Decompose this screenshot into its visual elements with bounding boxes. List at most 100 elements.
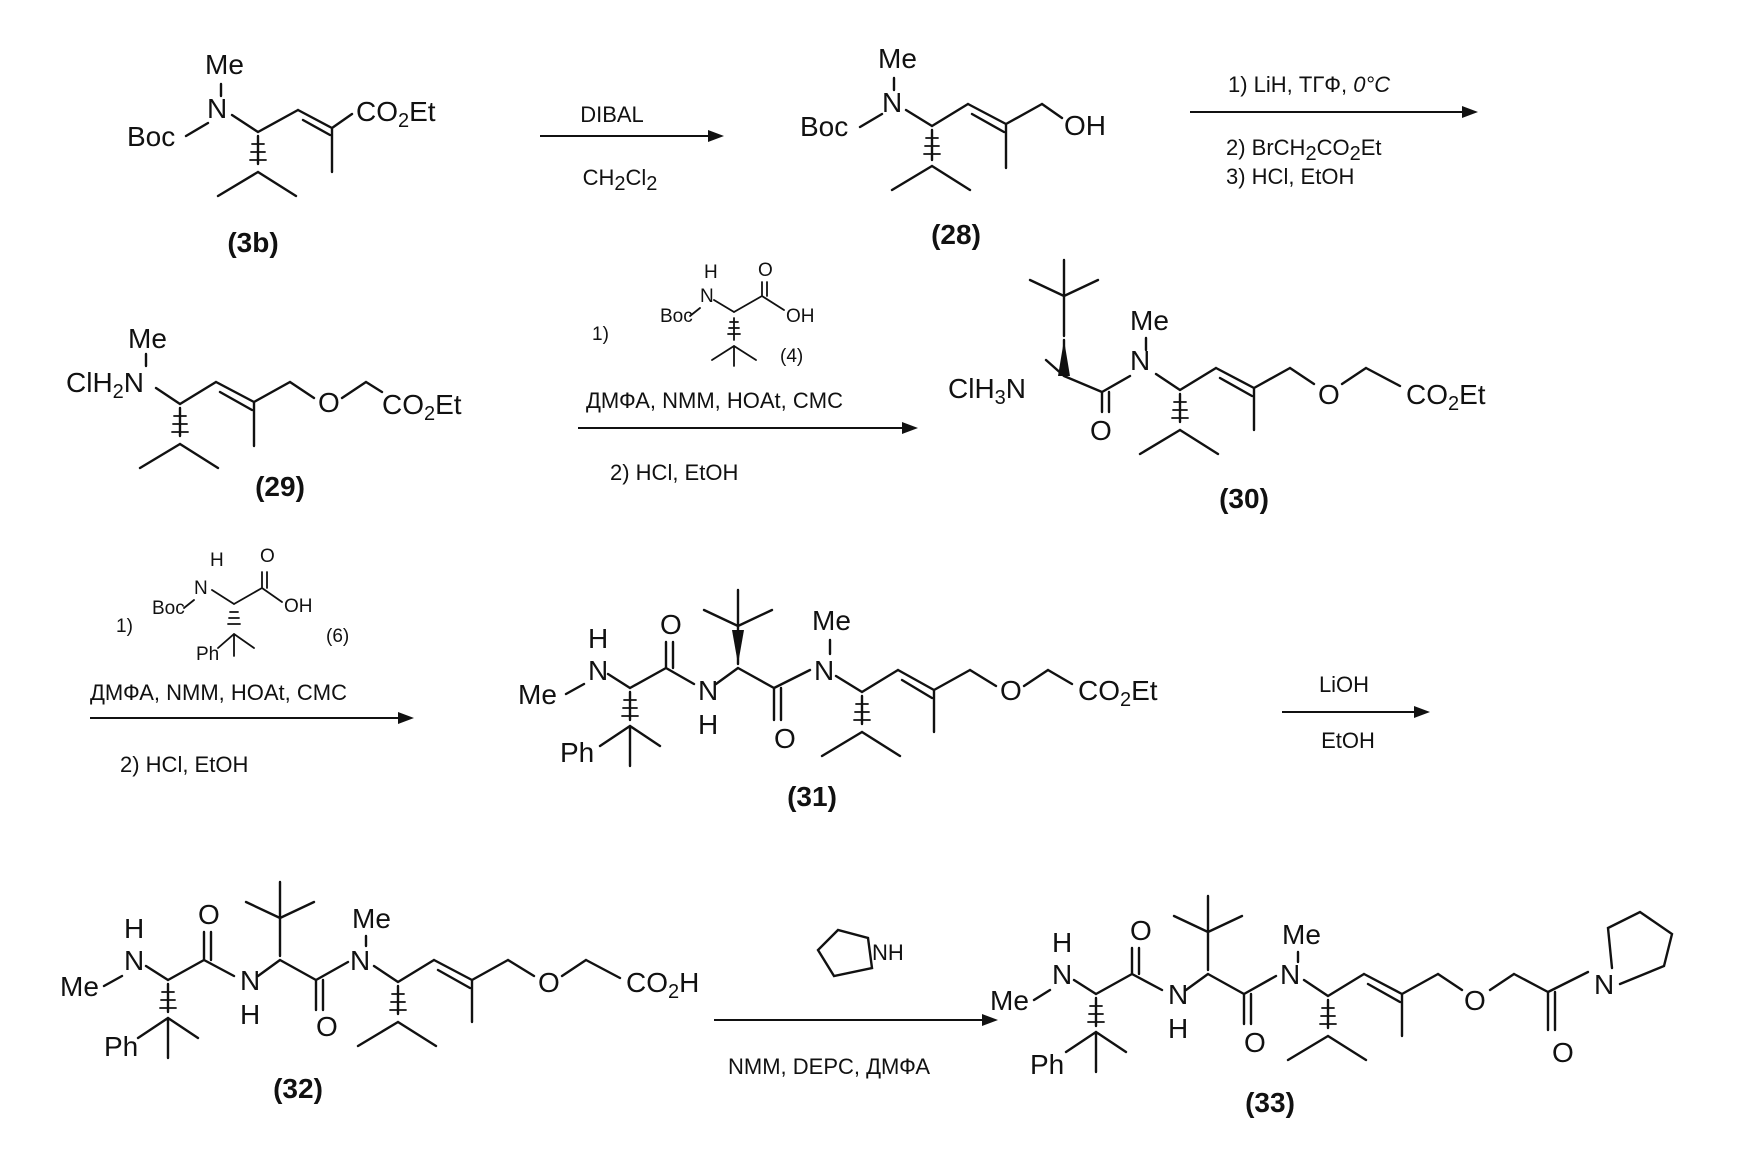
compound-29: ClH2N Me O CO2Et (29) (66, 323, 462, 502)
hydrogen-atom: H (210, 550, 224, 571)
step-number: 1) (592, 324, 609, 345)
arrow-4-step-2: 2) HCl, EtOH (120, 752, 248, 777)
carbonyl-oxygen: O (260, 546, 275, 567)
methyl-group-2: Me (352, 903, 391, 934)
pyrrolidine-nitrogen: N (1594, 969, 1614, 1000)
amide-nitrogen-2: N (1280, 959, 1300, 990)
compound-label-33: (33) (1245, 1087, 1295, 1118)
arrow-3-conditions: ДМФА, NMM, HOAt, CMC (586, 388, 843, 413)
compound-28: Boc N Me OH (28) (800, 43, 1106, 250)
amide-nitrogen: N (698, 675, 718, 706)
hydroxyl-group: OH (786, 306, 815, 327)
ether-oxygen: O (318, 387, 340, 418)
boc-group: Boc (152, 598, 185, 619)
amide-hydrogen: H (1168, 1013, 1188, 1044)
boc-group: Boc (127, 121, 175, 152)
phenyl-group: Ph (1030, 1049, 1064, 1080)
carbonyl-oxygen-2: O (316, 1011, 338, 1042)
carbonyl-oxygen-2: O (774, 723, 796, 754)
amide-hydrogen: H (698, 709, 718, 740)
hydrogen-atom: H (1052, 927, 1072, 958)
bond-lines (1030, 260, 1400, 454)
phenyl-group: Ph (104, 1031, 138, 1062)
arrow-2-step-3: 3) HCl, EtOH (1226, 164, 1354, 189)
amide-hydrogen: H (240, 999, 260, 1030)
arrow-5-solvent: EtOH (1321, 728, 1375, 753)
carbonyl-oxygen-2: O (1244, 1027, 1266, 1058)
carbonyl-oxygen-1: O (198, 899, 220, 930)
compound-label-28: (28) (931, 219, 981, 250)
arrow-1-solvent: CH2Cl2 (583, 165, 658, 195)
arrow-2-step-1: 1) LiH, ТГФ, 0°C (1228, 72, 1390, 97)
arrow-5: LiOH EtOH (1282, 672, 1430, 753)
methyl-group-2: Me (812, 605, 851, 636)
nitrogen-atom: N (882, 87, 902, 118)
phenyl-group: Ph (196, 644, 219, 665)
compound-label-31: (31) (787, 781, 837, 812)
pyrrolidine-ring (818, 930, 872, 976)
amide-oxygen: O (1552, 1037, 1574, 1068)
arrow-2: 1) LiH, ТГФ, 0°C 2) BrCH2CO2Et 3) HCl, E… (1190, 72, 1478, 189)
ether-oxygen: O (538, 967, 560, 998)
hydroxyl-group: OH (284, 596, 313, 617)
ester-group: CO2Et (382, 389, 462, 425)
hydrogen-atom: H (704, 262, 718, 283)
boc-group: Boc (660, 306, 693, 327)
reagent-6: 1) Boc N H O OH Ph (6) (116, 546, 349, 665)
hydrogen-atom: H (588, 623, 608, 654)
arrow-2-step-2: 2) BrCH2CO2Et (1226, 135, 1382, 165)
compound-3b: Boc N Me CO2Et (3b) (127, 49, 436, 258)
methyl-group: Me (60, 971, 99, 1002)
methyl-group: Me (128, 323, 167, 354)
reagent-label-4: (4) (780, 346, 803, 367)
carbonyl-oxygen: O (758, 260, 773, 281)
compound-32: H N Me O N H O N Me Ph O CO2H (32) (60, 882, 699, 1104)
amide-nitrogen: N (240, 965, 260, 996)
arrow-5-reagent: LiOH (1319, 672, 1369, 697)
arrow-4-conditions: ДМФА, NMM, HOAt, CMC (90, 680, 347, 705)
boc-group: Boc (800, 111, 848, 142)
pyrrolidine-nh: NH (872, 940, 904, 965)
acid-group: CO2H (626, 967, 699, 1003)
methyl-group: Me (1130, 305, 1169, 336)
hash-wedge (622, 700, 870, 720)
ether-oxygen: O (1464, 985, 1486, 1016)
arrow-1: DIBAL CH2Cl2 (540, 102, 724, 195)
hash-wedge (1088, 1006, 1336, 1024)
ester-group: CO2Et (356, 96, 436, 132)
carbonyl-oxygen: O (1090, 415, 1112, 446)
phenyl-group: Ph (560, 737, 594, 768)
amine-hydrochloride: ClH2N (66, 367, 144, 403)
step-number: 1) (116, 616, 133, 637)
compound-31: H N Me O N H O N Me Ph O CO2Et (31) (518, 590, 1158, 812)
amine-nitrogen: N (1052, 959, 1072, 990)
hash-wedge (160, 992, 406, 1010)
wedge-bond (1058, 340, 1070, 376)
pyrrolidine-reagent: NH (818, 930, 904, 976)
ester-group: CO2Et (1406, 379, 1486, 415)
carbonyl-oxygen-1: O (660, 609, 682, 640)
arrow-1-reagent: DIBAL (580, 102, 644, 127)
nitrogen-atom: N (194, 578, 208, 599)
methyl-group: Me (990, 985, 1029, 1016)
arrow-6: NH NMM, DEPC, ДМФА (714, 930, 998, 1079)
arrow-6-conditions: NMM, DEPC, ДМФА (728, 1054, 930, 1079)
amide-nitrogen: N (1168, 979, 1188, 1010)
compound-label-3b: (3b) (227, 227, 278, 258)
methyl-group: Me (518, 679, 557, 710)
methyl-group: Me (205, 49, 244, 80)
nitrogen-atom: N (700, 286, 714, 307)
ester-group: CO2Et (1078, 675, 1158, 711)
compound-label-29: (29) (255, 471, 305, 502)
arrow-4: 1) Boc N H O OH Ph (6) ДМФА, NMM, HOAt, … (90, 546, 414, 777)
amide-nitrogen-2: N (350, 945, 370, 976)
nitrogen-atom: N (207, 93, 227, 124)
ether-oxygen: O (1318, 379, 1340, 410)
methyl-group-2: Me (1282, 919, 1321, 950)
reagent-label-6: (6) (326, 626, 349, 647)
arrow-3: 1) Boc N H O OH (4) ДМФА, NMM, HOAt, CMC… (578, 260, 918, 485)
ether-oxygen: O (1000, 675, 1022, 706)
hash-wedge (228, 612, 240, 624)
methyl-group: Me (878, 43, 917, 74)
